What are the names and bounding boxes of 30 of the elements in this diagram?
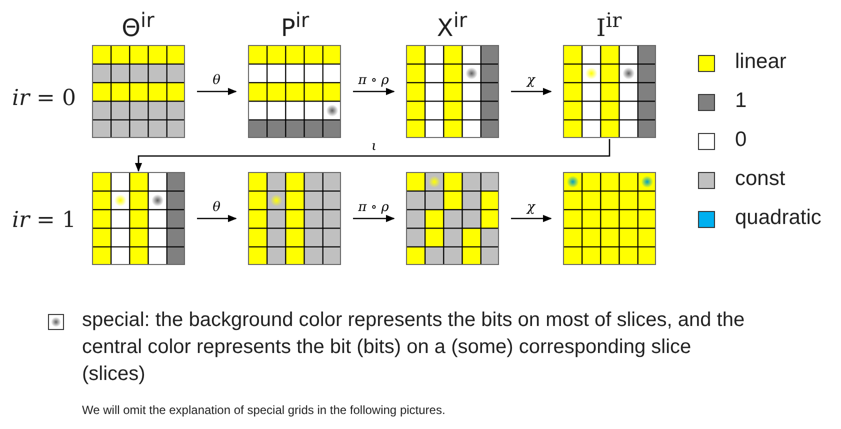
column-heading: Θ$^{ir}$	[122, 8, 154, 42]
bit-grid-drawing	[92, 172, 185, 265]
row-label: ir = 1	[12, 208, 76, 233]
column-heading: P$^{ir}$	[280, 8, 310, 42]
arrow	[511, 214, 552, 222]
column-heading: X$^{ir}$	[436, 8, 468, 42]
arrow	[511, 88, 552, 96]
legend-label: const	[735, 167, 786, 191]
legend-label: quadratic	[735, 206, 822, 230]
legend-text: special: the background color represents the bits on most of slices, and the central color represents the bit (bits) on a (some) corresponding slice (slices)	[82, 308, 746, 387]
row-label: ir = 0	[12, 86, 76, 111]
bit-grid-drawing	[248, 45, 341, 138]
bit-grid-drawing	[248, 172, 341, 265]
bit-grid-drawing	[92, 45, 185, 138]
legend-label: 0	[735, 128, 747, 152]
bit-grid-drawing	[563, 172, 656, 265]
column-heading: I$^{ir}$	[596, 8, 622, 42]
edge-label: θ	[210, 200, 222, 214]
note-text: We will omit the explanation of special grids in the following pictures.	[82, 403, 446, 417]
arrow	[353, 88, 395, 96]
arrow	[134, 139, 610, 172]
arrow	[353, 214, 395, 222]
legend-label: 1	[735, 89, 747, 113]
edge-label: θ	[210, 74, 222, 88]
legend-label: linear	[735, 50, 786, 74]
bit-grid-drawing	[406, 172, 499, 265]
arrow	[197, 88, 237, 96]
bit-grid-drawing	[563, 45, 656, 138]
arrow	[197, 214, 237, 222]
bit-grid-drawing	[406, 45, 499, 138]
